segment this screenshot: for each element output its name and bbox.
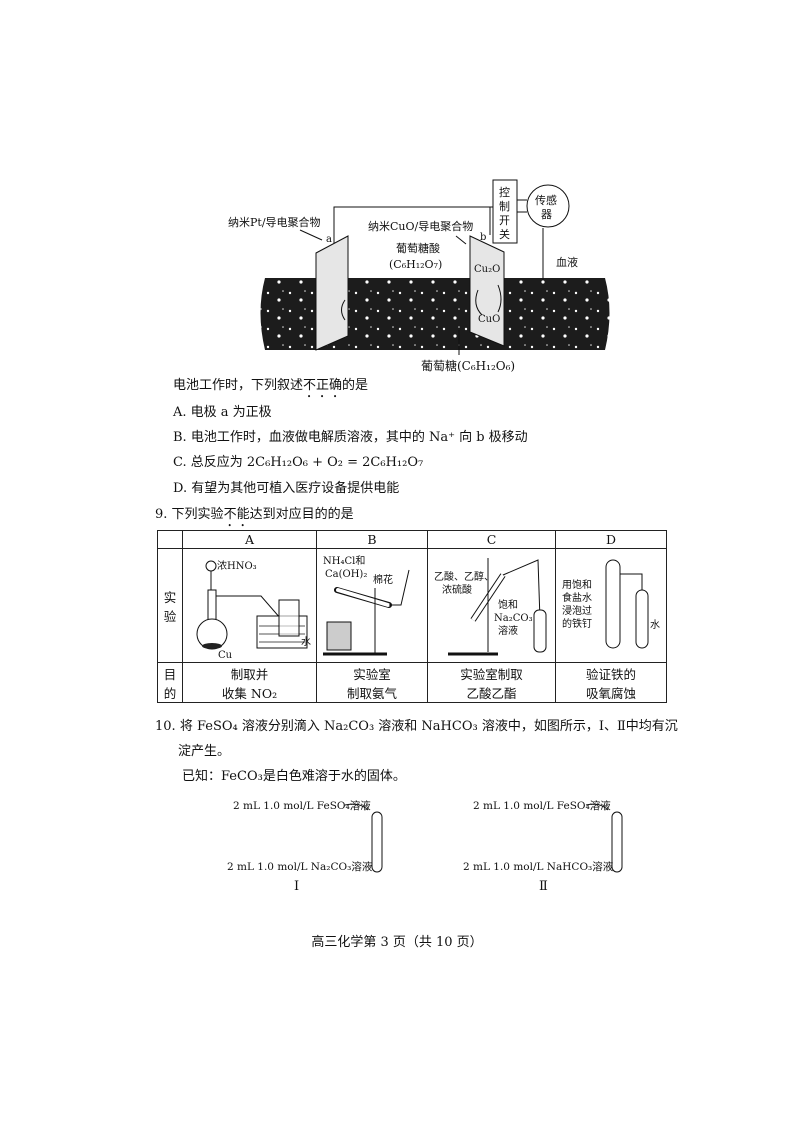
sensor	[526, 184, 570, 228]
q10-test-tubes: 2 mL 1.0 mol/L FeSO₄溶液 2 mL 1.0 mol/L Na…	[227, 799, 623, 894]
test-tube-1	[371, 811, 383, 873]
svg-text:关: 关	[499, 227, 510, 241]
column-header-b: B	[316, 530, 428, 549]
svg-text:b: b	[480, 232, 486, 243]
svg-text:制: 制	[499, 200, 510, 213]
q8-option-a: A. 电极 a 为正极	[173, 405, 272, 420]
svg-text:浓硫酸: 浓硫酸	[442, 583, 472, 596]
svg-text:用饱和: 用饱和	[562, 579, 592, 591]
experiment-c-figure: 乙酸、乙醇、 浓硫酸 饱和 Na₂CO₃ 溶液	[427, 548, 556, 663]
svg-text:2 mL 1.0 mol/L NaHCO₃溶液: 2 mL 1.0 mol/L NaHCO₃溶液	[463, 860, 614, 873]
column-header-a: A	[182, 530, 317, 549]
svg-text:a: a	[326, 234, 332, 245]
test-tube-2	[611, 811, 623, 873]
electrode-b	[469, 235, 505, 347]
svg-text:水: 水	[650, 619, 660, 631]
svg-text:水: 水	[301, 636, 311, 648]
svg-text:Cu₂O: Cu₂O	[474, 264, 500, 275]
experiment-d-figure: 用饱和 食盐水 浸泡过 的铁钉 水	[555, 548, 667, 663]
q10-known: 已知：FeCO₃是白色难溶于水的固体。	[182, 769, 406, 784]
svg-text:浸泡过: 浸泡过	[562, 604, 592, 617]
electrode-a-label: 纳米Pt/导电聚合物	[228, 215, 321, 229]
purpose-c: 实验室制取乙酸乙酯	[427, 662, 556, 703]
q9-experiment-table: A B C D 实验 浓HNO₃ Cu 水 NH₄Cl和 C	[157, 530, 667, 703]
q8-option-c: C. 总反应为 2C₆H₁₂O₆ + O₂ = 2C₆H₁₂O₇	[173, 455, 424, 470]
column-header-c: C	[427, 530, 556, 549]
svg-text:2 mL 1.0 mol/L Na₂CO₃溶液: 2 mL 1.0 mol/L Na₂CO₃溶液	[227, 860, 373, 873]
blood-vessel	[260, 278, 610, 350]
svg-text:饱和: 饱和	[498, 599, 518, 611]
svg-text:葡萄糖酸: 葡萄糖酸	[396, 241, 440, 255]
svg-text:葡萄糖(C₆H₁₂O₆): 葡萄糖(C₆H₁₂O₆)	[421, 358, 515, 373]
external-wire	[333, 206, 493, 244]
svg-text:2 mL 1.0 mol/L FeSO₄溶液: 2 mL 1.0 mol/L FeSO₄溶液	[473, 799, 611, 812]
svg-text:乙酸、乙醇、: 乙酸、乙醇、	[434, 570, 494, 583]
q8-option-d: D. 有望为其他可植入医疗设备提供电能	[173, 481, 400, 496]
row-label-experiment: 实验	[157, 548, 183, 663]
svg-text:开: 开	[499, 214, 510, 227]
purpose-b: 实验室制取氨气	[316, 662, 428, 703]
svg-text:器: 器	[541, 208, 552, 221]
experiment-b-figure: NH₄Cl和 Ca(OH)₂ 棉花	[316, 548, 428, 663]
svg-text:溶液: 溶液	[498, 624, 518, 637]
purpose-a: 制取并收集 NO₂	[182, 662, 317, 703]
svg-text:Cu: Cu	[218, 650, 233, 661]
page-footer: 高三化学第 3 页（共 10 页）	[311, 935, 483, 950]
svg-text:浓HNO₃: 浓HNO₃	[217, 560, 257, 572]
q8-option-b: B. 电池工作时，血液做电解质溶液，其中的 Na⁺ 向 b 极移动	[173, 430, 528, 445]
control-switch	[492, 179, 518, 244]
svg-text:棉花: 棉花	[373, 573, 393, 586]
svg-text:Ca(OH)₂: Ca(OH)₂	[325, 569, 367, 580]
svg-text:NH₄Cl和: NH₄Cl和	[323, 555, 365, 567]
q8-stem: 电池工作时，下列叙述不正确的是	[173, 378, 369, 393]
electrode-a	[315, 235, 349, 351]
q10-stem-line2: 淀产生。	[178, 744, 231, 759]
electrode-b-label: 纳米CuO/导电聚合物	[368, 219, 473, 233]
svg-text:Ⅰ: Ⅰ	[294, 879, 299, 894]
row-label-purpose: 目的	[157, 662, 183, 703]
q10-stem: 10. 将 FeSO₄ 溶液分别滴入 Na₂CO₃ 溶液和 NaHCO₃ 溶液中…	[155, 719, 678, 734]
svg-text:的铁钉: 的铁钉	[562, 617, 592, 630]
q9-stem: 9. 下列实验不能达到对应目的的是	[155, 507, 354, 522]
svg-text:传感: 传感	[535, 194, 557, 207]
svg-text:(C₆H₁₂O₇): (C₆H₁₂O₇)	[389, 258, 442, 271]
svg-text:Ⅱ: Ⅱ	[539, 879, 548, 894]
blood-label: 血液	[556, 255, 578, 269]
svg-text:食盐水: 食盐水	[562, 591, 592, 604]
svg-text:控: 控	[499, 185, 510, 199]
svg-text:2 mL 1.0 mol/L FeSO₄溶液: 2 mL 1.0 mol/L FeSO₄溶液	[233, 799, 371, 812]
glucose-fuel-cell-diagram: 控 制 开 关 传感 器 纳米Pt/导电聚合物 a 纳米CuO/导电聚合物 b …	[228, 179, 610, 373]
svg-text:CuO: CuO	[478, 314, 500, 325]
purpose-d: 验证铁的吸氧腐蚀	[555, 662, 667, 703]
svg-text:Na₂CO₃: Na₂CO₃	[494, 613, 533, 624]
column-header-d: D	[555, 530, 667, 549]
experiment-a-figure: 浓HNO₃ Cu 水	[182, 548, 317, 663]
